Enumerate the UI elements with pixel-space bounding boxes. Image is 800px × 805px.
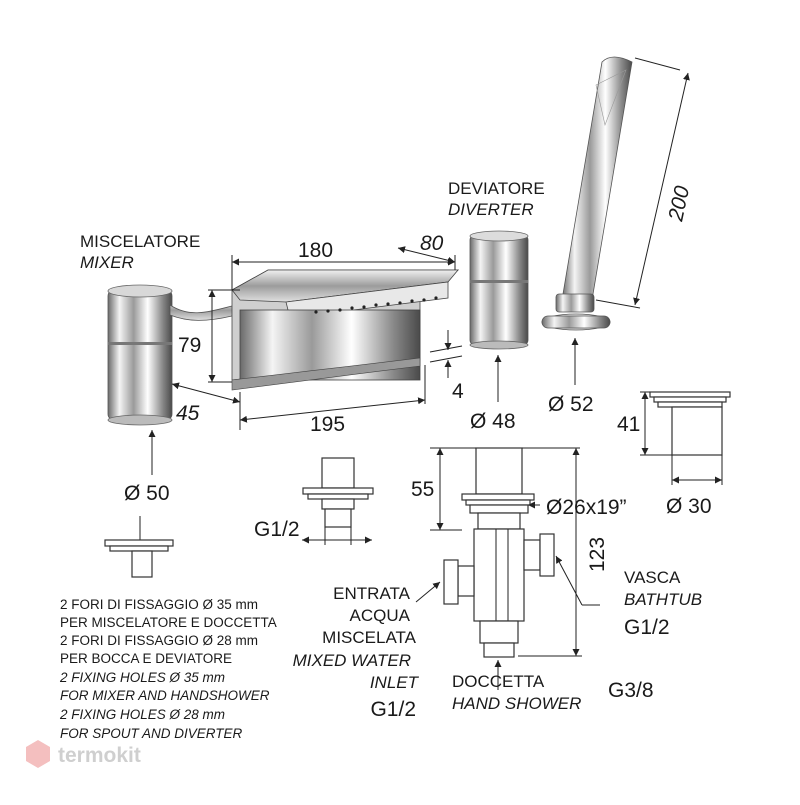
dim-diverter-diameter: Ø 48 — [470, 410, 516, 433]
bathtub-label-it: VASCA — [624, 568, 681, 587]
inlet-label-it-1: ENTRATA — [333, 584, 410, 603]
dim-base-height: 41 — [617, 413, 640, 436]
watermark-text: termokit — [58, 744, 141, 767]
diverter-valve-drawing — [443, 447, 555, 658]
inlet-label-it-3: MISCELATA — [322, 628, 416, 647]
note-line: FOR MIXER AND HANDSHOWER — [60, 688, 270, 703]
diameter-arrows — [148, 338, 579, 475]
dim-spout-length: 180 — [298, 239, 333, 262]
inlet-thread-label: G1/2 — [370, 698, 416, 721]
shower-thread-label: G3/8 — [608, 679, 654, 702]
dim-spout-width: 195 — [310, 413, 345, 436]
dim-valve-height: 123 — [586, 537, 609, 572]
handshower-illustration — [541, 56, 633, 331]
spout-dimension-lines — [171, 246, 463, 430]
note-line: 2 FIXING HOLES Ø 35 mm — [59, 670, 225, 685]
bathtub-label-en: BATHTUB — [624, 590, 702, 609]
dim-gap: 4 — [452, 380, 464, 403]
shower-label-en: HAND SHOWER — [452, 694, 581, 713]
note-line: PER BOCCA E DEVIATORE — [60, 651, 232, 666]
note-line: FOR SPOUT AND DIVERTER — [60, 726, 243, 741]
shower-label-it: DOCCETTA — [452, 672, 545, 691]
handshower-dimension-lines — [595, 57, 690, 309]
watermark-logo: termokit — [26, 740, 141, 768]
mixer-fitting-drawing — [104, 516, 174, 578]
diverter-label-en: DIVERTER — [448, 200, 534, 219]
dim-valve-thread: Ø26x19” — [546, 496, 627, 519]
dim-spout-depth: 80 — [420, 232, 444, 255]
valve-dimension-lines — [415, 447, 600, 690]
inlet-label-it-2: ACQUA — [350, 606, 411, 625]
handshower-base-drawing — [640, 391, 731, 485]
note-line: PER MISCELATORE E DOCCETTA — [60, 615, 277, 630]
dim-handshower-base-diameter: Ø 52 — [548, 393, 594, 416]
dim-mixer-diameter: Ø 50 — [124, 482, 170, 505]
note-line: 2 FIXING HOLES Ø 28 mm — [59, 707, 225, 722]
spout-thread-label: G1/2 — [254, 518, 300, 541]
diverter-label-it: DEVIATORE — [448, 179, 545, 198]
spout-illustration — [231, 269, 460, 391]
dim-handshower-length: 200 — [664, 184, 694, 224]
mixer-label-en: MIXER — [80, 253, 134, 272]
note-line: 2 FORI DI FISSAGGIO Ø 28 mm — [60, 633, 258, 648]
dim-base-diameter: Ø 30 — [666, 495, 712, 518]
dim-valve-height-top: 55 — [411, 478, 434, 501]
note-line: 2 FORI DI FISSAGGIO Ø 35 mm — [60, 597, 258, 612]
dim-mixer-offset: 45 — [176, 402, 200, 425]
mixer-label-it: MISCELATORE — [80, 232, 200, 251]
diverter-illustration — [469, 230, 529, 350]
bathtub-thread-label: G1/2 — [624, 616, 670, 639]
spout-outlet-holes — [314, 296, 438, 314]
spout-fitting-drawing — [302, 457, 374, 545]
inlet-label-en-1: MIXED WATER — [293, 651, 411, 670]
fixing-notes: 2 FORI DI FISSAGGIO Ø 35 mm PER MISCELAT… — [59, 597, 277, 741]
inlet-label-en-2: INLET — [370, 673, 420, 692]
dim-spout-height: 79 — [178, 334, 201, 357]
